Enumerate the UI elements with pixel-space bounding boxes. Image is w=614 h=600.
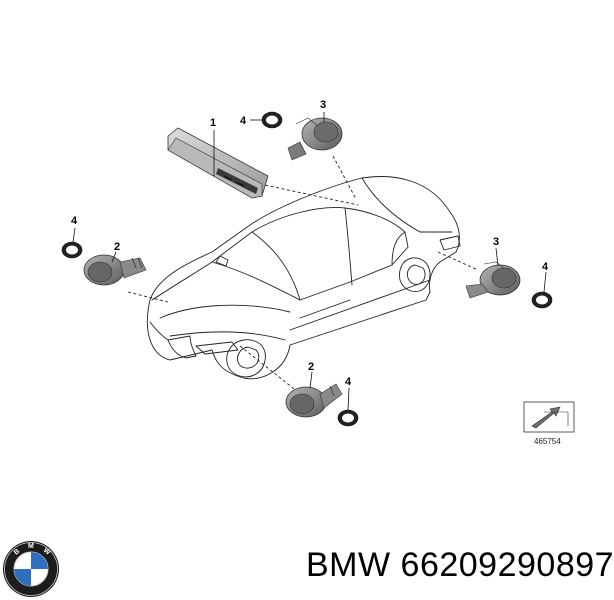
sensor-part-2-left [83,254,147,286]
ring-part-4-right [531,291,553,309]
logo-letter-m: M [28,543,34,550]
ring-part-4-bottom [337,409,359,427]
part-number: 66209290897 [400,546,614,584]
callout-leaders [72,112,547,411]
callout-4-top: 4 [240,115,247,127]
ring-part-4-left [61,241,83,259]
bmw-logo: B M W [3,541,59,597]
sensor-part-3-top [287,117,343,161]
callout-4-right: 4 [542,261,549,273]
callout-2-bottom: 2 [308,361,314,373]
callout-4-left: 4 [71,215,78,227]
brand-label: BMW [306,546,391,584]
sensor-part-2-bottom [285,383,343,418]
leader-lines [127,155,479,393]
reference-number: 465754 [534,437,561,446]
reference-box: 465754 [523,401,575,446]
sensor-part-3-right [465,261,521,299]
control-unit-part-1 [167,127,269,199]
brand-part-number: BMW 66209290897 [306,546,614,585]
callout-3-right: 3 [493,236,499,248]
callout-2-left: 2 [114,241,120,253]
logo-letter-w: W [42,547,52,557]
parking-sensor-diagram: 1 4 3 4 2 3 4 2 4 465754 [61,99,575,446]
ring-part-4-top [261,111,283,129]
logo-letter-b: B [13,548,21,557]
callout-3-top: 3 [320,99,326,111]
callout-4-bottom: 4 [345,376,352,388]
callout-1: 1 [210,117,216,129]
car-outline [146,176,461,380]
